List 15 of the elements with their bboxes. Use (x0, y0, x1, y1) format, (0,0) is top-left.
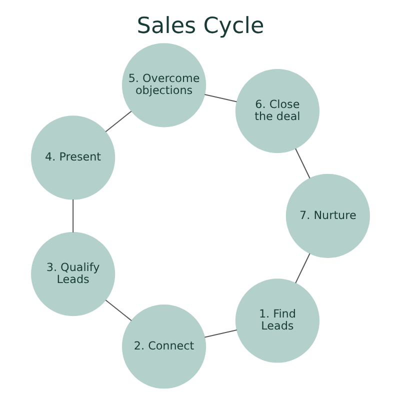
node-circle: 2. Connect (121, 304, 206, 389)
connector (204, 329, 236, 338)
diagram-title: Sales Cycle (136, 13, 264, 40)
connector (72, 199, 74, 232)
node-circle: 6. Close the deal (234, 69, 320, 154)
node-circle: 4. Present (30, 116, 115, 200)
node-circle: 1. Find Leads (234, 278, 320, 363)
connector (204, 94, 236, 102)
connector (294, 148, 310, 178)
node-circle: 3. Qualify Leads (30, 232, 115, 316)
node-circle: 5. Overcome objections (121, 43, 206, 128)
connector (294, 253, 310, 284)
connector (104, 300, 132, 322)
connector (104, 110, 132, 132)
node-circle: 7. Nurture (285, 174, 370, 258)
